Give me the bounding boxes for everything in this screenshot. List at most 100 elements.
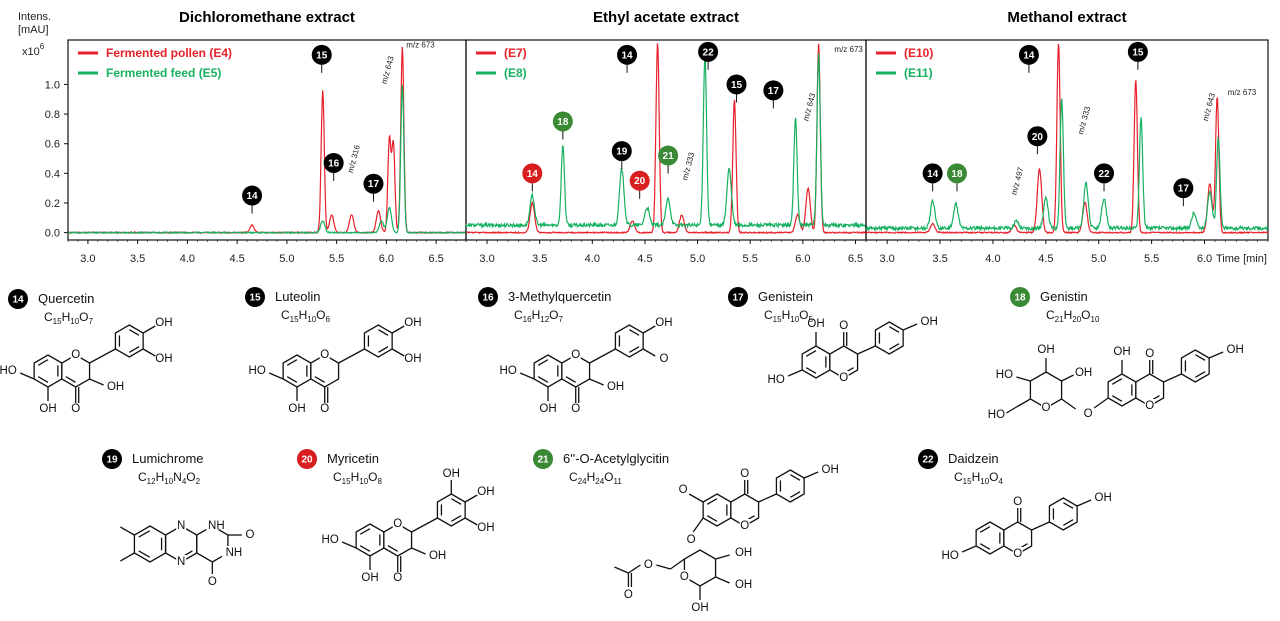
- atom-label: OH: [655, 317, 672, 329]
- badge-circle: [311, 44, 332, 65]
- atom-label: O: [1145, 348, 1154, 360]
- series-line-3-2: [866, 98, 1269, 233]
- compound-badge: [102, 449, 122, 469]
- atom-label: O: [393, 518, 402, 530]
- atom-mask: [570, 348, 581, 362]
- atom-label: O: [624, 589, 633, 601]
- compound-formula: C12H10N4O2: [138, 470, 201, 486]
- bond: [787, 369, 803, 377]
- atom-mask: [392, 517, 403, 531]
- peak-badge-17: 17: [1173, 178, 1194, 207]
- atom-label: OH: [39, 403, 56, 415]
- x-tick-label: 3.0: [479, 253, 494, 265]
- atom-label: N: [177, 520, 185, 532]
- atom-label: OH: [429, 550, 446, 562]
- atom-label: O: [644, 559, 653, 571]
- compound-badge-label: 22: [922, 455, 934, 466]
- bond: [1208, 351, 1224, 359]
- bond: [1016, 398, 1031, 408]
- atom-label: OH: [443, 468, 460, 480]
- double-bond: [286, 376, 298, 383]
- badge-circle: [1127, 41, 1148, 62]
- atom-label: O: [659, 353, 668, 365]
- x-tick-label: 4.0: [180, 253, 195, 265]
- atom-label: O: [571, 349, 580, 361]
- double-bond: [979, 526, 991, 533]
- peak-badge-18: 18: [552, 111, 573, 140]
- compound-name: Myricetin: [327, 451, 379, 466]
- badge-circle: [763, 80, 784, 101]
- bond: [519, 372, 535, 380]
- badge-label: 22: [1098, 169, 1110, 180]
- atom-mask: [679, 570, 690, 584]
- peak-badge-16: 16: [323, 152, 344, 181]
- bond: [391, 325, 405, 334]
- atom-label: OH: [607, 381, 624, 393]
- bond: [464, 517, 478, 526]
- compound-formula: C15H10O4: [954, 470, 1004, 486]
- atom-label: O: [71, 403, 80, 415]
- double-bond: [1195, 354, 1206, 361]
- compound-name: 6''-O-Acetylglycitin: [563, 451, 669, 466]
- atom-label: OH: [288, 403, 305, 415]
- badge-label: 20: [634, 176, 646, 187]
- compound-badge-label: 18: [1014, 293, 1026, 304]
- badge-label: 18: [557, 117, 569, 128]
- atom-label: O: [1013, 548, 1022, 560]
- compound-badge: [728, 287, 748, 307]
- x-tick-label: 3.0: [880, 253, 895, 265]
- atom-label: O: [839, 372, 848, 384]
- atom-label: OH: [822, 464, 839, 476]
- badge-circle: [552, 111, 573, 132]
- atom-label: HO: [996, 369, 1013, 381]
- atom-mask: [319, 348, 330, 362]
- double-bond: [1195, 371, 1206, 378]
- atom-label: O: [679, 484, 688, 496]
- badge-label: 14: [527, 169, 539, 180]
- bond: [758, 493, 777, 503]
- atom-label: O: [245, 529, 254, 541]
- compound-badge-label: 17: [732, 293, 744, 304]
- y-tick-label: 0.0: [45, 228, 60, 240]
- double-bond: [790, 491, 801, 498]
- atom-label: HO: [988, 409, 1005, 421]
- atom-label: OH: [1075, 367, 1092, 379]
- peak-badge-15: 15: [1127, 41, 1148, 70]
- badge-label: 14: [247, 191, 259, 202]
- double-bond: [979, 543, 991, 550]
- atom-mask: [221, 546, 234, 560]
- double-bond: [359, 528, 371, 535]
- atom-label: O: [71, 349, 80, 361]
- atom-label: O: [208, 576, 217, 588]
- atom-label: O: [1013, 496, 1022, 508]
- atom-label: OH: [477, 522, 494, 534]
- compound-badge-label: 14: [12, 295, 24, 306]
- double-bond: [129, 346, 140, 353]
- double-bond: [286, 359, 298, 366]
- compound-formula: C15H10O5: [764, 308, 814, 324]
- bond: [142, 348, 156, 357]
- x-tick-label: 3.5: [932, 253, 947, 265]
- bond: [589, 378, 604, 386]
- double-bond: [1063, 502, 1074, 509]
- double-bond: [537, 359, 549, 366]
- compound-name: Genistin: [1040, 289, 1088, 304]
- atom-label: HO: [942, 550, 959, 562]
- peak-badge-20: 20: [1027, 126, 1048, 155]
- double-bond: [805, 350, 817, 357]
- peak-badge-17: 17: [363, 173, 384, 202]
- legend-label-red: (E7): [504, 46, 527, 60]
- double-bond: [706, 498, 718, 505]
- x-tick-label: 3.0: [80, 253, 95, 265]
- atom-label: OH: [155, 317, 172, 329]
- bond: [341, 541, 357, 549]
